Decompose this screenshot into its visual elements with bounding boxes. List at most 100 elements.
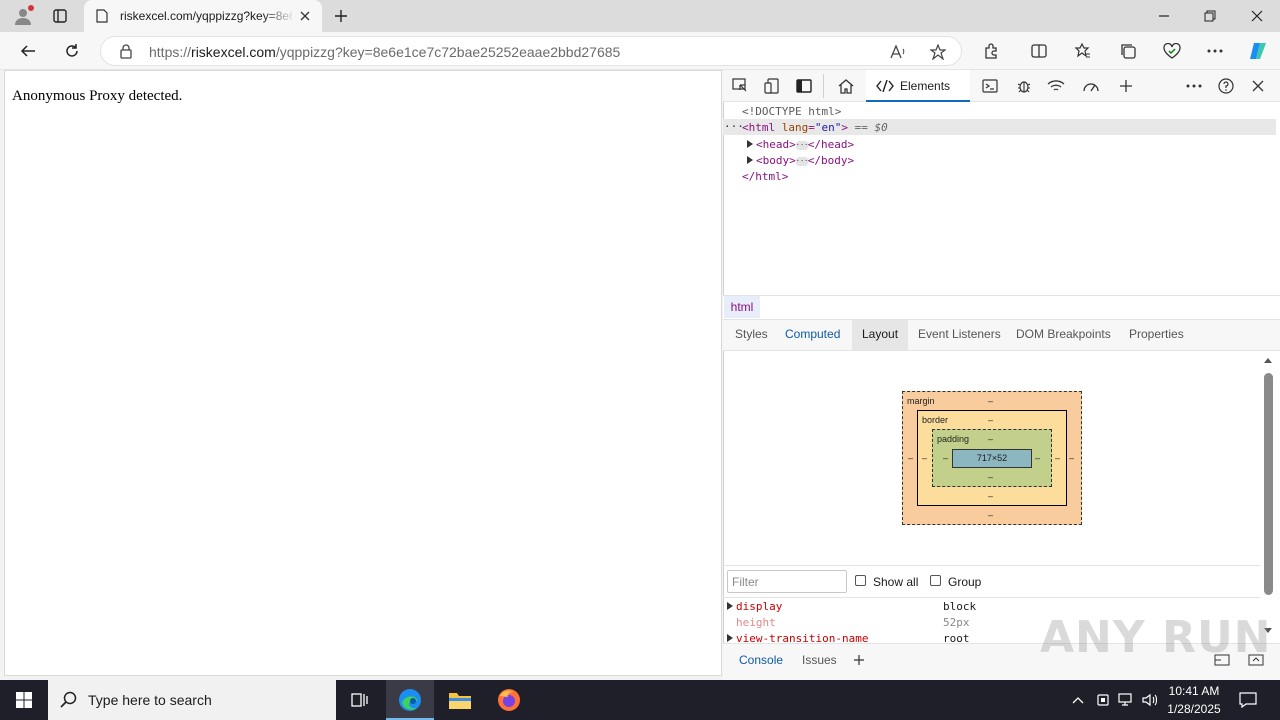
console-tool-icon[interactable] (980, 76, 1000, 96)
subtab-dom-breakpoints[interactable]: DOM Breakpoints (1016, 327, 1111, 341)
address-bar[interactable]: https://riskexcel.com/yqppizzg?key=8e6e1… (100, 36, 962, 66)
tray-overflow-chevron-icon[interactable] (1068, 690, 1088, 710)
computed-prop-view-transition-name[interactable]: view-transition-name (727, 632, 868, 645)
computed-prop-height[interactable]: height (736, 616, 776, 629)
dom-html-close[interactable]: </html> (742, 170, 789, 183)
more-tools-plus-icon[interactable] (1116, 76, 1136, 96)
subtab-computed[interactable]: Computed (785, 327, 841, 341)
lock-icon[interactable] (119, 43, 133, 59)
favorites-icon[interactable] (1072, 40, 1094, 62)
collections-icon[interactable] (1117, 40, 1139, 62)
group-checkbox[interactable] (930, 575, 941, 586)
clock-date[interactable]: 1/28/2025 (1167, 702, 1221, 716)
new-tab-icon[interactable] (330, 6, 352, 26)
minimize-icon[interactable] (1152, 6, 1176, 26)
show-all-checkbox[interactable] (855, 575, 866, 586)
dom-doctype[interactable]: <!DOCTYPE html> (742, 105, 842, 118)
clock-time[interactable]: 10:41 AM (1168, 684, 1220, 698)
inspect-element-icon[interactable] (730, 76, 750, 96)
devtools-drawer (723, 643, 1280, 680)
close-devtools-icon[interactable] (1248, 76, 1268, 96)
margin-top-value[interactable]: – (988, 396, 994, 406)
read-aloud-icon[interactable] (887, 42, 909, 62)
firefox-icon[interactable] (495, 686, 523, 714)
split-screen-icon[interactable] (1028, 40, 1050, 62)
drawer-add-icon[interactable] (850, 652, 868, 668)
padding-left-value[interactable]: – (943, 453, 949, 463)
url-text: https://riskexcel.com/yqppizzg?key=8e6e1… (149, 44, 621, 60)
subtab-event-listeners[interactable]: Event Listeners (918, 327, 1001, 341)
breadcrumb-html[interactable]: html (724, 296, 760, 318)
expand-triangle-icon[interactable] (727, 634, 733, 642)
border-right-value[interactable]: – (1055, 453, 1061, 463)
border-bottom-value[interactable]: – (988, 491, 994, 501)
padding-right-value[interactable]: – (1035, 453, 1041, 463)
tab-elements-label: Elements (900, 79, 951, 93)
dom-body-node[interactable]: <body>···</body> (747, 154, 854, 167)
browser-tab[interactable]: riskexcel.com/yqppizzg?key=8e6e1ce7c72ba… (84, 0, 322, 32)
subtab-layout[interactable]: Layout (862, 327, 899, 341)
task-view-icon[interactable] (346, 680, 374, 720)
more-options-icon[interactable] (1204, 40, 1226, 62)
drawer-tab-issues[interactable]: Issues (802, 653, 837, 667)
back-icon[interactable] (16, 40, 40, 62)
drawer-expand-icon[interactable] (1246, 652, 1266, 668)
subtab-styles[interactable]: Styles (735, 327, 768, 341)
collapsed-ellipsis-icon[interactable]: ··· (795, 157, 809, 166)
close-tab-icon[interactable] (298, 9, 312, 23)
welcome-home-icon[interactable] (836, 76, 856, 96)
breadcrumb-bar (723, 295, 1280, 319)
browser-essentials-icon[interactable] (1161, 40, 1183, 62)
dock-side-icon[interactable] (794, 76, 814, 96)
margin-left-value[interactable]: – (908, 453, 914, 463)
elements-subtabs (723, 319, 1280, 351)
network-wifi-icon[interactable] (1046, 76, 1066, 96)
dom-html-node[interactable]: <html lang="en"> == $0 (742, 121, 888, 134)
close-window-icon[interactable] (1245, 6, 1269, 26)
expand-triangle-icon[interactable] (747, 140, 753, 148)
tab-actions-icon[interactable] (50, 6, 70, 26)
extensions-icon[interactable] (980, 40, 1002, 62)
profile-badge (28, 5, 34, 11)
performance-gauge-icon[interactable] (1080, 76, 1102, 96)
restore-icon[interactable] (1198, 6, 1222, 26)
margin-bottom-value[interactable]: – (988, 510, 994, 520)
favorite-star-icon[interactable] (927, 42, 949, 62)
help-icon[interactable] (1216, 76, 1236, 96)
tray-device-icon[interactable] (1094, 690, 1112, 710)
copilot-icon[interactable] (1246, 39, 1270, 63)
padding-bottom-value[interactable]: – (988, 472, 994, 482)
dom-row-menu-icon[interactable]: ··· (724, 120, 744, 133)
edge-browser-icon[interactable] (396, 686, 424, 714)
padding-top-value[interactable]: – (988, 434, 994, 444)
computed-prop-display[interactable]: display (727, 600, 782, 613)
border-top-value[interactable]: – (988, 415, 994, 425)
expand-triangle-icon[interactable] (747, 156, 753, 164)
drawer-dock-icon[interactable] (1212, 652, 1232, 668)
refresh-icon[interactable] (60, 40, 84, 62)
subtab-properties[interactable]: Properties (1129, 327, 1184, 341)
scroll-down-icon[interactable] (1264, 628, 1272, 633)
scrollbar-thumb[interactable] (1264, 373, 1273, 595)
drawer-tab-console[interactable]: Console (739, 653, 784, 667)
tab-elements[interactable]: Elements (866, 70, 970, 102)
start-windows-icon[interactable] (0, 680, 48, 720)
page-message: Anonymous Proxy detected. (12, 88, 183, 104)
computed-filter-input[interactable]: Filter (727, 570, 847, 593)
network-tray-icon[interactable] (1116, 690, 1136, 710)
notification-center-icon[interactable] (1236, 688, 1260, 712)
sources-bug-icon[interactable] (1014, 76, 1034, 96)
border-left-value[interactable]: – (922, 453, 928, 463)
collapsed-ellipsis-icon[interactable]: ··· (795, 141, 809, 150)
scroll-up-icon[interactable] (1264, 358, 1272, 363)
volume-icon[interactable] (1140, 690, 1160, 710)
device-emulation-icon[interactable] (762, 76, 782, 96)
expand-triangle-icon[interactable] (727, 602, 733, 610)
devtools-more-icon[interactable] (1184, 76, 1204, 96)
dom-head-node[interactable]: <head>···</head> (747, 138, 854, 151)
taskbar-search-box[interactable]: Type here to search (48, 680, 336, 720)
margin-right-value[interactable]: – (1069, 453, 1075, 463)
box-model-content[interactable]: 717×52 (952, 449, 1032, 468)
file-explorer-icon[interactable] (446, 686, 474, 714)
profile-icon[interactable] (12, 6, 34, 26)
